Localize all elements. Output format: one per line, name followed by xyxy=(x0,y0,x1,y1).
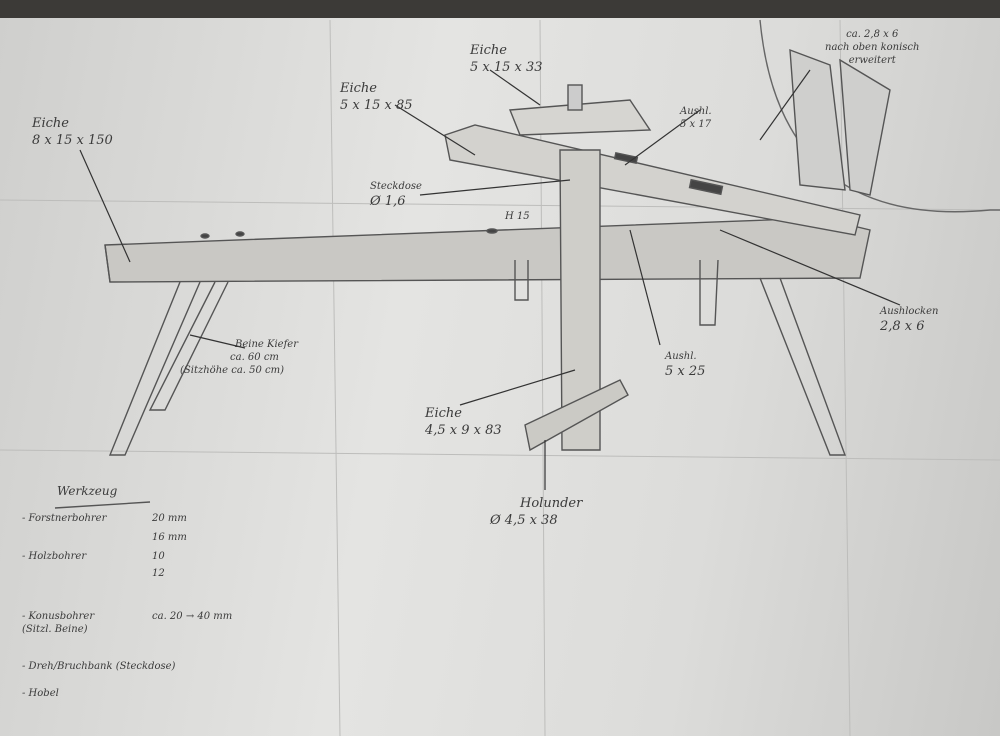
arm-and-post xyxy=(444,84,861,452)
tool-item: - Holzbohrer 10 xyxy=(22,550,322,563)
leader-lines xyxy=(79,69,901,490)
tool-name: - Holzbohrer xyxy=(22,551,87,562)
tool-name: (Sitzl. Beine) xyxy=(22,624,88,635)
label-mortise-top: Aushl.5 x 17 xyxy=(680,106,712,130)
tools-title: Werkzeug xyxy=(57,484,118,498)
tools-underline xyxy=(54,501,151,509)
tool-size: ca. 20 → 40 mm xyxy=(152,611,233,622)
seat-plank xyxy=(104,217,871,283)
tool-item: (Sitzl. Beine) xyxy=(22,623,322,636)
label-mortise-mid: Aushl.5 x 25 xyxy=(665,351,706,379)
tool-size: 16 mm xyxy=(152,532,187,543)
tool-size: 20 mm xyxy=(152,513,187,524)
tool-item: 16 mm xyxy=(22,531,322,544)
tool-item: - Dreh/Bruchbank (Steckdose) xyxy=(22,660,322,673)
tool-name: - Konusbohrer xyxy=(22,611,95,622)
background-wood xyxy=(0,0,1000,22)
tool-size: 12 xyxy=(152,568,165,579)
label-pin-mark: H 15 xyxy=(505,211,530,222)
tool-name xyxy=(22,567,152,580)
tool-item: - Hobel xyxy=(22,687,322,700)
tool-size: 10 xyxy=(152,551,165,562)
tools-list: Werkzeug - Forstnerbohrer 20 mm 16 mm - Hol… xyxy=(22,485,322,700)
tool-name: - Hobel xyxy=(22,688,59,699)
tool-name xyxy=(22,531,152,544)
tool-item: - Konusbohrer ca. 20 → 40 mm xyxy=(22,610,322,623)
tool-item: 12 xyxy=(22,567,322,580)
detail-circle xyxy=(759,19,1000,213)
tool-name: - Dreh/Bruchbank (Steckdose) xyxy=(22,661,176,672)
legs xyxy=(108,259,847,456)
tool-name: - Forstnerbohrer xyxy=(22,513,107,524)
tool-item: - Forstnerbohrer 20 mm xyxy=(22,512,322,525)
